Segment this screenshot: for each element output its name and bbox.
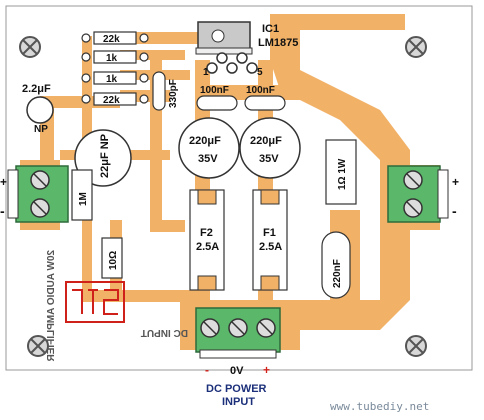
stamp-logo <box>65 281 125 323</box>
label-r-out: 1Ω 1W <box>337 158 348 190</box>
capacitor-220uf-b <box>239 117 301 179</box>
terminal-polarity-labels: + - + - - 0V + <box>0 175 459 377</box>
ic-ref: IC1 <box>262 23 279 35</box>
label-f2: F2 <box>200 227 213 239</box>
label-c-220a-v: 35V <box>198 153 218 165</box>
resistor-1ohm-1w <box>325 139 357 205</box>
capacitor-220uf-a <box>178 117 240 179</box>
label-c-100b: 100nF <box>246 85 275 96</box>
power-line1: DC POWER <box>206 383 267 395</box>
label-r4: 22k <box>103 95 120 106</box>
fuse-f1 <box>252 189 288 291</box>
ic-pin1: 1 <box>203 67 209 78</box>
power-zero: 0V <box>230 365 244 377</box>
power-line2: INPUT <box>222 396 255 408</box>
input-plus: + <box>0 175 7 189</box>
label-c-220a: 220μF <box>189 135 221 147</box>
input-terminal-block <box>7 165 69 223</box>
resistor-ladder <box>93 31 137 106</box>
label-c-220b-v: 35V <box>259 153 279 165</box>
pcb-title-text: 20W AUDIO AMPLIFIER <box>46 250 57 362</box>
ic-part: LM1875 <box>258 37 298 49</box>
label-r1: 22k <box>103 34 120 45</box>
label-f2-val: 2.5A <box>196 241 219 253</box>
output-terminal-block <box>387 165 449 223</box>
label-r-fb: 10Ω <box>108 251 119 270</box>
resistor-1m <box>71 169 93 221</box>
resistor-labels: 22k 1k 1k 22k 1M 10Ω 1Ω 1W <box>78 34 348 270</box>
power-terminal-block <box>195 307 281 359</box>
label-c-220b: 220μF <box>250 135 282 147</box>
label-r3: 1k <box>106 74 118 85</box>
output-minus: - <box>452 203 457 219</box>
capacitor-2-2uf <box>26 96 54 124</box>
capacitor-330pf <box>152 71 166 111</box>
capacitor-100nf-a <box>196 95 238 111</box>
power-minus: - <box>205 363 209 377</box>
pcb-dc-input-text: DC INPUT <box>141 327 188 338</box>
label-c-100a: 100nF <box>200 85 229 96</box>
input-minus: - <box>0 203 5 219</box>
label-c-in: 2.2μF <box>22 83 51 95</box>
label-c-out: 220nF <box>332 259 343 288</box>
label-c-fb: 22μF NP <box>99 134 111 178</box>
fuse-f2 <box>189 189 225 291</box>
capacitor-220nf <box>321 231 351 299</box>
label-c-in-np: NP <box>34 124 48 135</box>
output-plus: + <box>452 175 459 189</box>
label-f1-val: 2.5A <box>259 241 282 253</box>
label-r2: 1k <box>106 53 118 64</box>
label-c-330: 330pF <box>168 79 179 108</box>
ic1-lm1875 <box>195 21 258 74</box>
power-plus: + <box>263 363 270 377</box>
capacitor-labels: 2.2μF NP 22μF NP 330pF 100nF 100nF 220μF… <box>22 79 343 288</box>
ic-labels: IC1 LM1875 1 5 <box>203 23 298 78</box>
fuse-labels: F2 2.5A F1 2.5A <box>196 227 282 253</box>
ic-pin5: 5 <box>257 67 263 78</box>
power-input-label: DC POWER INPUT <box>206 383 267 408</box>
capacitor-100nf-b <box>244 95 286 111</box>
watermark: www.tubediy.net <box>330 400 429 413</box>
label-r-in: 1M <box>78 192 89 206</box>
label-f1: F1 <box>263 227 276 239</box>
resistor-10ohm <box>101 237 123 279</box>
